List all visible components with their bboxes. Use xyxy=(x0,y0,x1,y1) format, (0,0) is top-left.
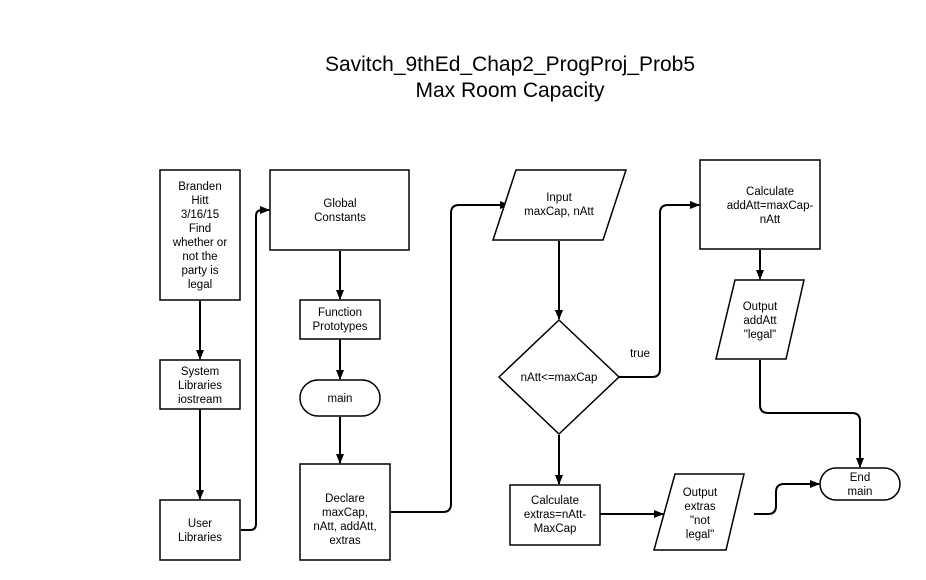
edges xyxy=(196,201,864,531)
calc-extras-label-line: Calculate xyxy=(531,495,579,507)
diagram-title-line-1: Savitch_9thEd_Chap2_ProgProj_Prob5 xyxy=(325,53,695,76)
user-libs-label-line: User xyxy=(188,518,212,530)
output-notlegal-label-line: "not xyxy=(690,515,711,527)
output-notlegal-label-line: legal" xyxy=(686,529,714,541)
header-label-line: Hitt xyxy=(191,195,209,207)
capacity-decision-diamond: nAtt<=maxCap xyxy=(497,318,621,436)
header-label-line: not the xyxy=(182,251,217,263)
output-legal-label-line: Output xyxy=(743,301,778,313)
sys-libs-label-line: Libraries xyxy=(178,380,222,392)
main-label-line: main xyxy=(328,393,353,405)
end-main-terminal: End main xyxy=(819,467,901,501)
edge-label-true: true xyxy=(630,348,650,360)
header-label-line: Branden xyxy=(178,181,221,193)
header-label-line: 3/16/15 xyxy=(181,209,219,221)
declare-label-line: extras xyxy=(329,535,361,547)
decision-label-line: nAtt<=maxCap xyxy=(521,372,598,384)
edge-decision-true-to-calc-add xyxy=(619,201,700,378)
header-label-line: whether or xyxy=(172,237,228,249)
global-consts-label-line: Constants xyxy=(314,212,366,224)
global-consts-label-line: Global xyxy=(323,198,356,210)
output-notlegal-label-line: extras xyxy=(684,501,716,513)
input-label-line: maxCap, nAtt xyxy=(524,206,594,218)
main-terminal: main xyxy=(299,379,381,417)
sys-libs-label-line: iostream xyxy=(178,394,222,406)
end-main-label-line: main xyxy=(848,486,873,498)
input-parallelogram: Input maxCap, nAtt xyxy=(491,169,628,241)
output-legal-label-line: addAtt xyxy=(743,315,777,327)
func-protos-label-line: Prototypes xyxy=(313,321,368,333)
input-label-line: Input xyxy=(546,192,572,204)
header-label-line: party is xyxy=(181,265,218,277)
calc-extras-label-line: extras=nAtt- xyxy=(524,509,586,521)
header-label-line: legal xyxy=(188,279,212,291)
calc-extras-label-line: MaxCap xyxy=(534,523,577,535)
header-label-line: Find xyxy=(189,223,211,235)
user-libs-label-line: Libraries xyxy=(178,532,222,544)
calc-add-label-line: addAtt=maxCap- xyxy=(727,200,814,212)
edge-user-libs-to-global-consts xyxy=(241,206,270,531)
edge-declare-to-input xyxy=(391,201,510,513)
calculate-addatt-box: Calculate addAtt=maxCap-nAtt xyxy=(699,159,821,250)
end-main-label-line: End xyxy=(850,472,870,484)
declare-variables-box: Declare maxCap, nAtt, addAtt, extras xyxy=(299,463,391,561)
output-legal-parallelogram: Output addAtt "legal" xyxy=(715,279,805,360)
declare-label-line: nAtt, addAtt, xyxy=(313,521,376,533)
edge-output-notlegal-to-end-main xyxy=(754,480,820,515)
declare-label-line: Declare xyxy=(325,493,365,505)
diagram-title-line-2: Max Room Capacity xyxy=(415,79,605,102)
declare-label-line: maxCap, xyxy=(322,507,368,519)
output-notlegal-parallelogram: Output extras "not legal" xyxy=(653,473,745,551)
output-notlegal-label-line: Output xyxy=(683,487,718,499)
calculate-extras-box: Calculate extras=nAtt- MaxCap xyxy=(509,484,601,546)
calc-add-label-line: nAtt xyxy=(760,214,781,226)
output-legal-label-line: "legal" xyxy=(744,329,776,341)
func-protos-label-line: Function xyxy=(318,307,362,319)
edge-output-legal-to-end-main xyxy=(759,360,864,468)
svg-text:main: main xyxy=(328,393,353,405)
sys-libs-label-line: System xyxy=(181,366,219,378)
svg-text:nAtt<=maxCap: nAtt<=maxCap xyxy=(521,372,598,384)
calc-add-label-line: Calculate xyxy=(746,186,794,198)
